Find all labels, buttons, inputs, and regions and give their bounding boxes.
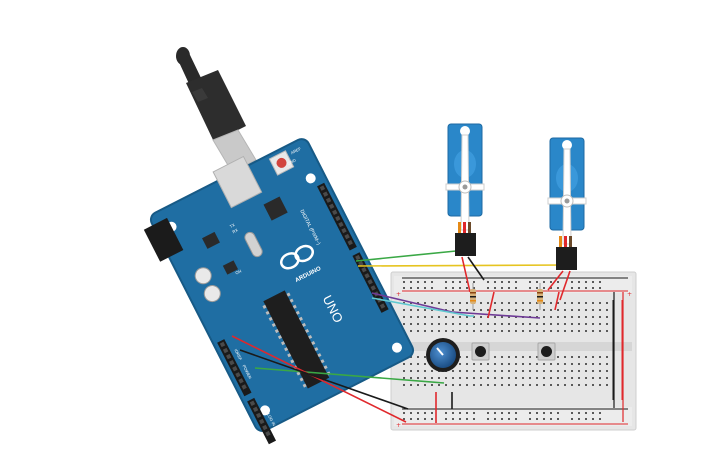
- arduino-logo: [279, 244, 314, 270]
- jumper-red-button1[interactable]: [487, 291, 495, 319]
- arduino-uno-board[interactable]: ARDUINO UNO DIGITAL (PWM~) AREF GND TX R…: [135, 127, 422, 450]
- atmega-chip: [263, 290, 330, 389]
- wire-teal-button[interactable]: [371, 297, 474, 317]
- pushbutton-1[interactable]: [471, 342, 490, 361]
- wire-green-pot-signal[interactable]: [254, 367, 445, 384]
- tx-label: TX: [229, 222, 236, 229]
- pushbutton-2[interactable]: [537, 342, 556, 361]
- crystal: [244, 231, 263, 258]
- resistor-2[interactable]: [537, 283, 543, 310]
- jumper-red-button2[interactable]: [554, 291, 560, 311]
- potentiometer-knob-indicator[interactable]: [436, 347, 444, 356]
- wire-yellow-servo2-signal[interactable]: [357, 264, 567, 267]
- power-jack[interactable]: [143, 217, 184, 262]
- resistor-1[interactable]: [470, 283, 476, 310]
- servo1-connector[interactable]: [455, 233, 476, 256]
- potentiometer[interactable]: [426, 338, 460, 372]
- rx-label: RX: [231, 227, 239, 234]
- gnd-label: GND: [286, 157, 296, 166]
- svg-text:+: +: [396, 291, 401, 298]
- wires[interactable]: [231, 249, 624, 423]
- power-header-label: POWER: [241, 364, 252, 380]
- servo1-power-wire[interactable]: [461, 256, 471, 293]
- reset-button-cap[interactable]: [275, 156, 288, 169]
- aref-label: AREF: [290, 146, 302, 156]
- svg-text:+: +: [396, 422, 401, 429]
- servo-motor-2[interactable]: [547, 137, 587, 270]
- wire-red-5v[interactable]: [231, 335, 407, 423]
- wire-black-gnd[interactable]: [239, 349, 409, 410]
- wire-green-servo1-signal[interactable]: [355, 249, 464, 262]
- servo1-horn[interactable]: [445, 134, 485, 231]
- on-label: ON: [234, 268, 242, 275]
- servo2-connector[interactable]: [556, 247, 577, 270]
- servo2-power-wire[interactable]: [547, 270, 564, 291]
- servo2-power-wire-2[interactable]: [559, 270, 571, 301]
- ioref-label: IOREF: [233, 348, 243, 362]
- header-pins[interactable]: [177, 185, 413, 437]
- usb-port[interactable]: [212, 155, 263, 209]
- svg-text:+: +: [627, 291, 632, 298]
- servo1-ground-wire[interactable]: [467, 256, 485, 281]
- servo-motor-1[interactable]: [445, 123, 485, 256]
